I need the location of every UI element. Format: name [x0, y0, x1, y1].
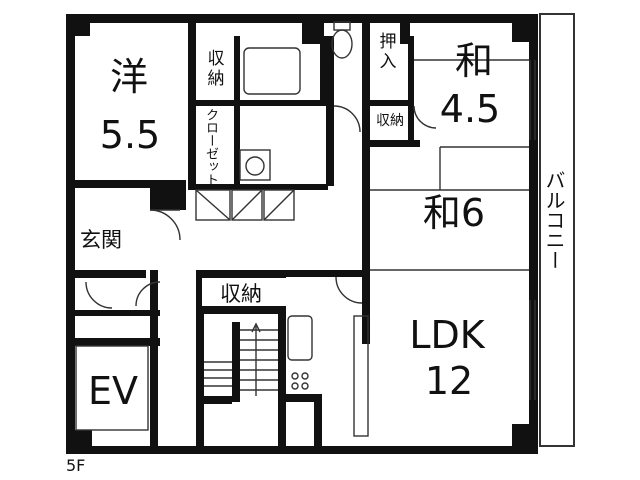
wall [362, 14, 370, 344]
oshiire-label: 押入 [379, 32, 397, 73]
wall [150, 270, 158, 350]
column [188, 14, 196, 44]
bathtub-icon [243, 47, 301, 95]
washbasin-icon [245, 156, 265, 176]
wall [370, 100, 414, 106]
door-arc [85, 281, 113, 309]
outer-wall-right [529, 14, 538, 454]
sink-icon [287, 315, 313, 361]
wall [234, 36, 240, 186]
outer-wall-bottom [66, 446, 538, 454]
storage-label-3: 収納 [220, 282, 262, 306]
outer-wall-left [66, 14, 75, 454]
wall [196, 306, 286, 314]
wall [196, 276, 202, 314]
wall [196, 100, 326, 106]
column [66, 430, 92, 454]
column [512, 424, 538, 454]
japanese-small-size: 4.5 [439, 87, 501, 131]
column [66, 14, 90, 36]
wall [314, 394, 322, 454]
wall [188, 184, 328, 190]
wall [320, 36, 326, 106]
ldk-name: LDK [409, 313, 485, 357]
storage-label-1: 収納 [207, 49, 225, 89]
elevator-label: EV [87, 369, 138, 413]
elevator-shaft [75, 345, 149, 431]
column [302, 14, 324, 44]
column [512, 14, 538, 42]
wall [196, 404, 204, 454]
door-arc [413, 105, 437, 129]
door-arc [149, 209, 181, 241]
wall [408, 36, 414, 146]
wall [66, 180, 186, 188]
toilet-icon [331, 29, 353, 59]
japanese-small-name: 和 [454, 39, 493, 83]
wall [66, 338, 160, 346]
wall [286, 270, 370, 277]
entrance-label: 玄関 [80, 228, 122, 252]
column [400, 14, 410, 44]
floor-label: 5F [66, 456, 86, 475]
door-arc [333, 105, 361, 133]
wall [278, 314, 286, 454]
wall [326, 36, 334, 186]
wall [196, 314, 204, 396]
western-room-name: 洋 [109, 55, 148, 99]
closet-label: クローゼット [203, 108, 218, 186]
wall [196, 270, 286, 278]
wall [150, 350, 158, 454]
wall [66, 270, 146, 278]
wall [150, 180, 186, 210]
door-arc [135, 281, 161, 307]
western-room-size: 5.5 [99, 113, 161, 157]
wall [188, 36, 196, 186]
wall [370, 140, 420, 147]
door-arc [335, 276, 363, 304]
wall [196, 396, 232, 404]
wall [66, 310, 160, 316]
storage-label-2: 収納 [376, 113, 404, 129]
japanese-large-name: 和6 [422, 191, 486, 235]
stove-icon [291, 372, 299, 380]
ldk-size: 12 [424, 359, 474, 403]
balcony-outline [539, 13, 575, 447]
balcony-label: バルコニー [542, 170, 566, 270]
wall [286, 394, 322, 402]
wall [232, 322, 240, 402]
